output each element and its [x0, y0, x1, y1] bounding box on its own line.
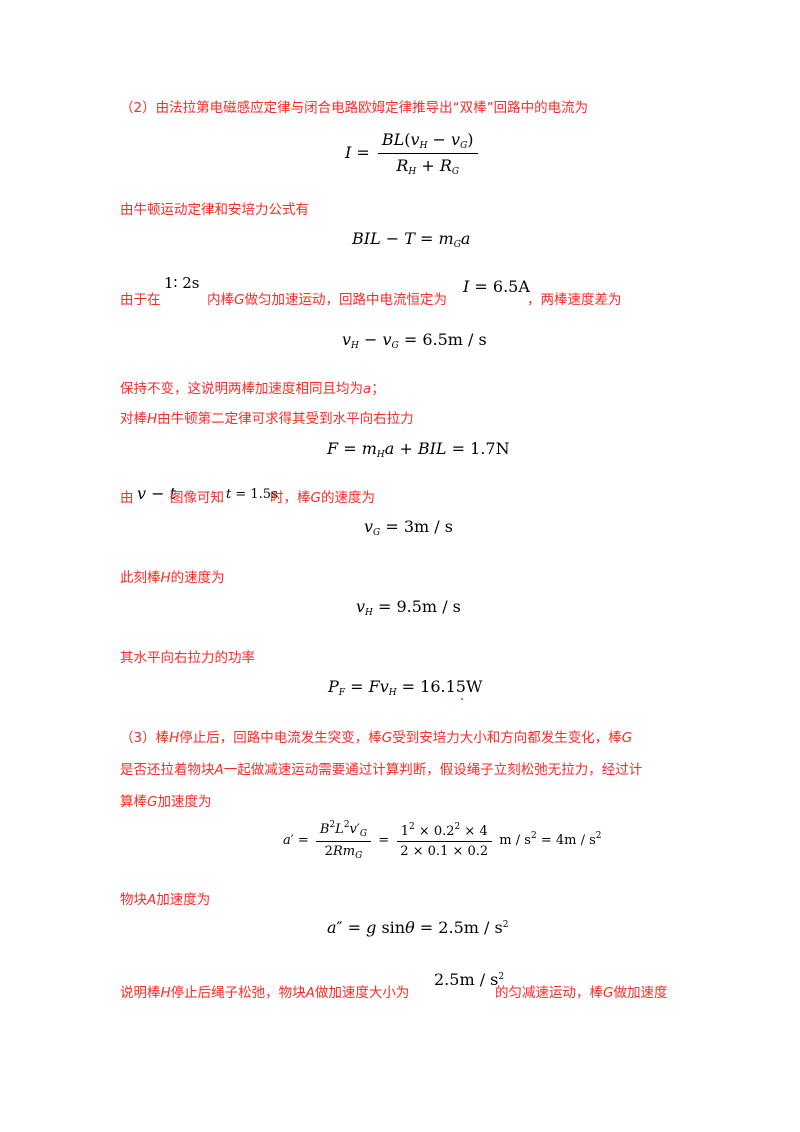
text-line-intro: （2）由法拉第电磁感应定律与闭合电路欧姆定律推导出“双棒”回路中的电流为	[120, 100, 589, 116]
equation-acceleration-a: a″ = g sinθ = 2.5m / s2	[327, 918, 509, 937]
text-line-block-a: 物块A加速度为	[120, 892, 211, 908]
equation-current: I = BL(vH − vG) RH + RG	[345, 130, 481, 177]
equation-newton: BIL − T = mGa	[352, 229, 471, 250]
text-line-current-constant: 由于在	[120, 292, 161, 308]
text-line-same-acceleration: 保持不变，这说明两棒加速度相同且均为a；	[120, 381, 385, 397]
text-line-part3-b: 是否还拉着物块A一起做减速运动需要通过计算判断，假设绳子立刻松弛无拉力，经过计	[120, 762, 643, 778]
equation-speed-h: vH = 9.5m / s	[356, 597, 461, 618]
inline-deceleration-value: 2.5m / s2	[434, 970, 505, 989]
text-line-power: 其水平向右拉力的功率	[120, 650, 255, 666]
equation-acceleration-g: a′ = B2L2v′G 2RmG = 12 × 0.22 × 4 2 × 0.…	[283, 820, 602, 861]
text-line-newton: 由牛顿运动定律和安培力公式有	[120, 202, 309, 218]
text-line-vt-graph-c: 时，棒G的速度为	[270, 490, 375, 506]
stray-dot	[461, 698, 463, 700]
inline-time-value: t = 1.5s	[226, 487, 278, 502]
text-line-current-constant-b: 内棒G做匀加速运动，回路中电流恒定为	[207, 292, 447, 308]
text-line-force-h: 对棒H由牛顿第二定律可求得其受到水平向右拉力	[120, 411, 414, 427]
equation-speed-difference: vH − vG = 6.5m / s	[342, 330, 487, 351]
text-line-vt-graph-b: 图像可知	[170, 490, 224, 506]
equation-speed-g: vG = 3m / s	[364, 517, 453, 538]
text-line-vt-graph: 由	[120, 490, 134, 506]
text-line-conclusion-b: 的匀减速运动，棒G做加速度	[495, 985, 668, 1001]
inline-vt-symbol: v − t	[137, 484, 177, 503]
text-line-speed-diff: ，两棒速度差为	[527, 292, 622, 308]
text-line-speed-h: 此刻棒H的速度为	[120, 570, 225, 586]
inline-current-value: I = 6.5A	[463, 277, 530, 296]
equation-power: PF = FvH = 16.15W	[328, 677, 483, 698]
equation-pull-force: F = mHa + BIL = 1.7N	[327, 439, 510, 460]
inline-time-interval: 1∶ 2s	[164, 274, 200, 292]
text-line-part3-c: 算棒G加速度为	[120, 794, 212, 810]
text-line-part3-a: （3）棒H停止后，回路中电流发生突变，棒G受到安培力大小和方向都发生变化，棒G	[120, 730, 633, 746]
text-line-conclusion: 说明棒H停止后绳子松弛，物块A做加速度大小为	[120, 985, 410, 1001]
